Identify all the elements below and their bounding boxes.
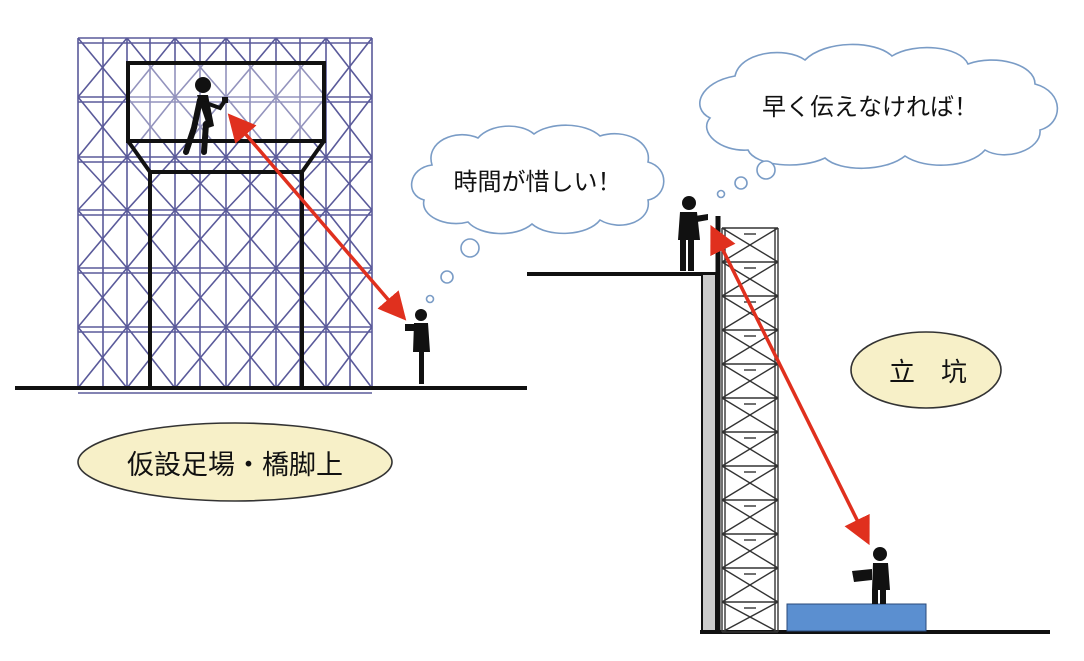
label-oval-right [850,331,1002,409]
worker-ground-left [405,309,430,384]
thought-bubble-right [699,43,1059,199]
scaffold-right [721,227,779,633]
blue-box [786,603,927,632]
thought-bubble-left [410,124,665,304]
worker-top-right [678,196,708,271]
arrow-right [710,224,870,546]
shaft-wall [701,273,717,633]
label-text-left: 仮設足場・橋脚上 [127,449,343,481]
label-text-right: 立 坑 [888,357,967,388]
worker-on-pier [183,77,228,155]
arrow-left [227,113,407,321]
worker-bottom-right [852,547,890,604]
label-oval-left [77,422,393,502]
thought-text-right: 早く伝えなければ！ [762,92,978,121]
thought-text-left: 時間が惜しい！ [453,167,622,196]
